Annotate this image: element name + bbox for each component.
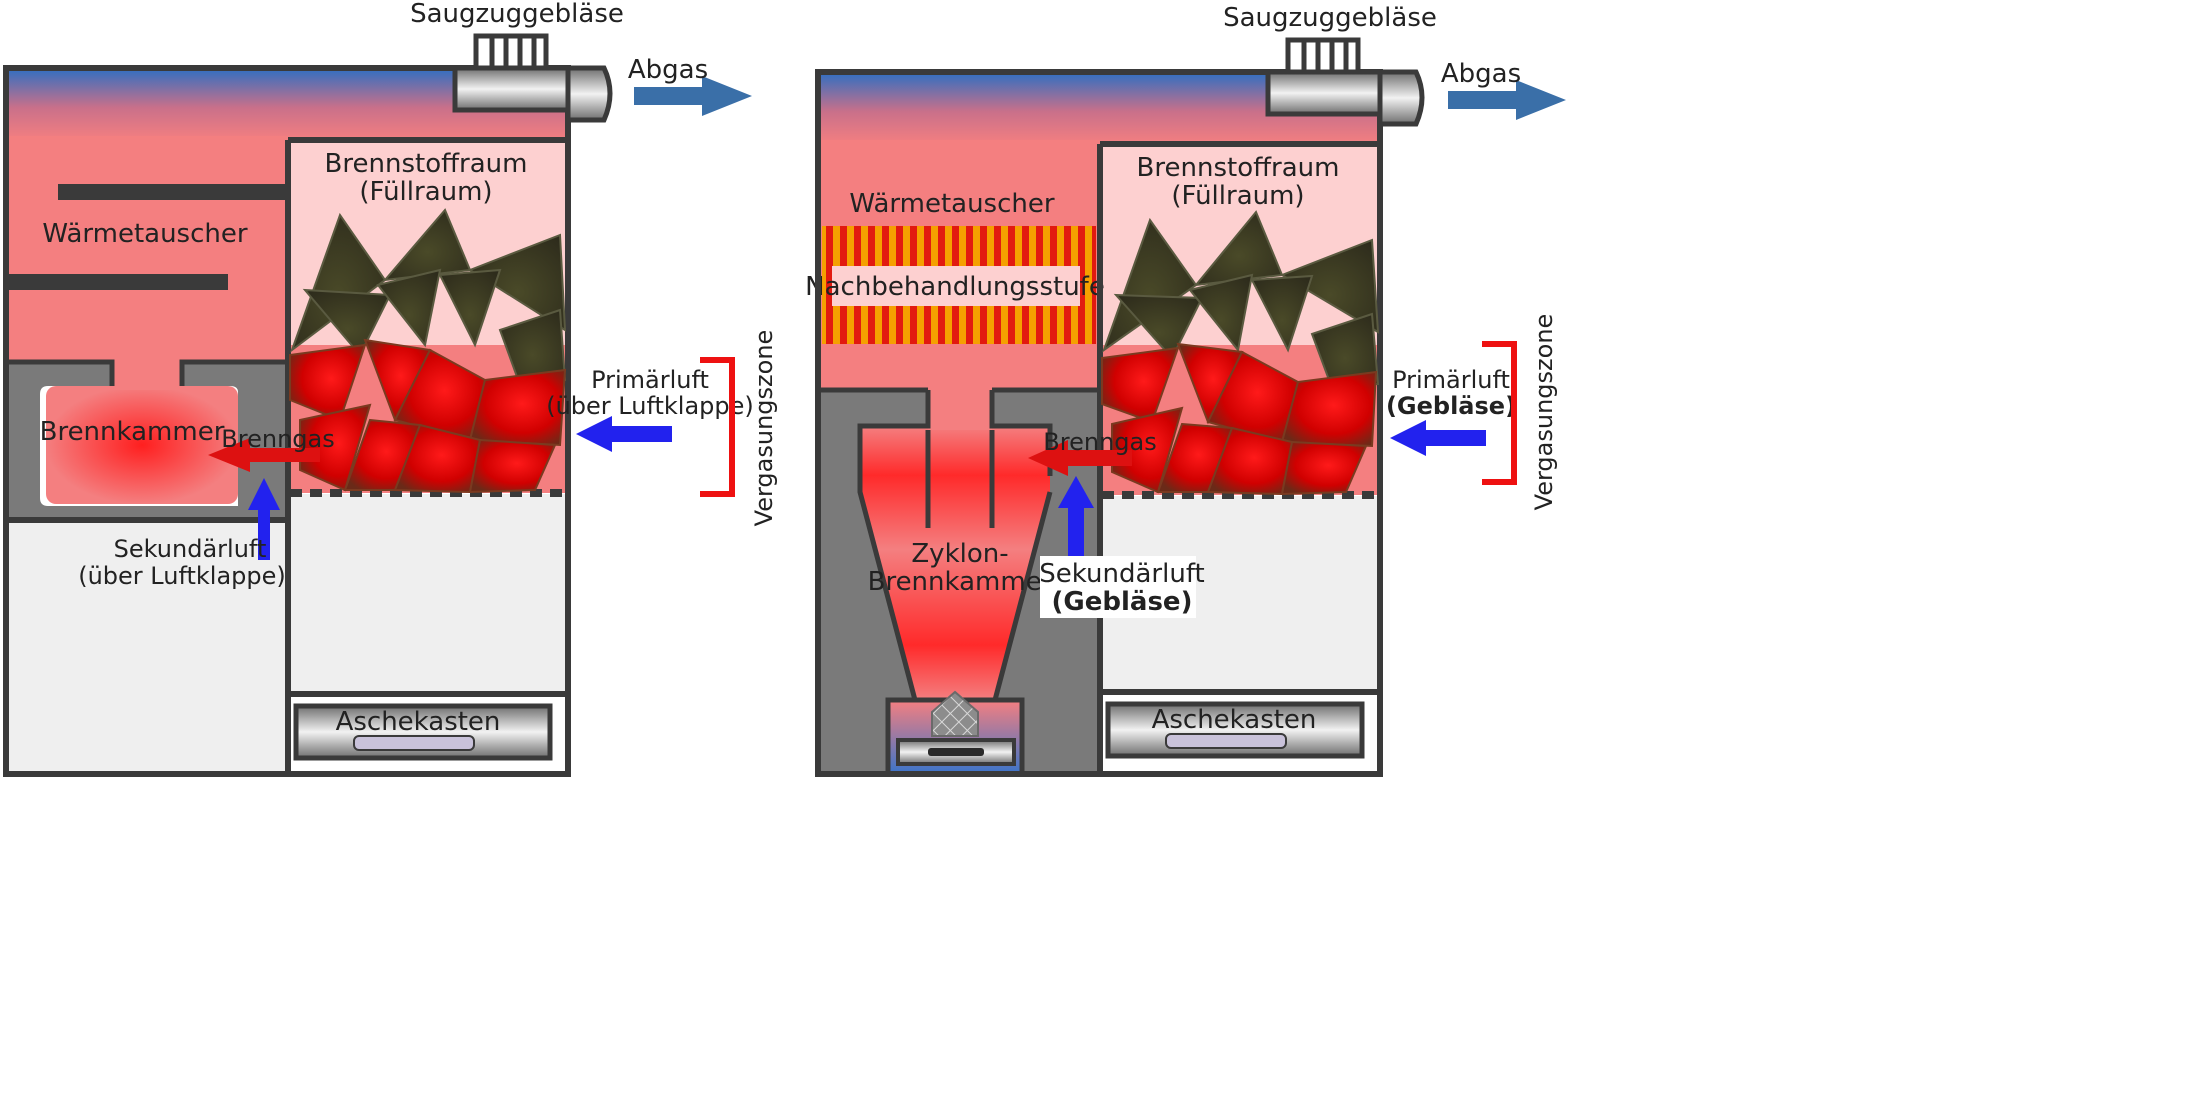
right-primary-air-label-2: (Gebläse) xyxy=(1386,392,1516,420)
ember-piece xyxy=(1280,370,1378,448)
ember-piece xyxy=(468,368,567,447)
right-aftertreatment-label: Nachbehandlungsstufe xyxy=(805,272,1105,302)
left-combustion-chamber xyxy=(46,386,238,504)
right-secondary-air-label-2: (Gebläse) xyxy=(1052,587,1193,617)
left-lower-left xyxy=(6,520,286,774)
wood-piece xyxy=(1250,274,1314,353)
right-gasification-zone-label: Vergasungszone xyxy=(1530,314,1558,511)
right-aftertreatment-label-box xyxy=(832,266,1080,306)
right-primary-air-arrow xyxy=(1390,420,1486,456)
right-fuel-gas-arrow xyxy=(1028,440,1132,476)
left-throat xyxy=(112,356,182,390)
right-cyclone-chamber xyxy=(860,426,1050,700)
right-wood-logs xyxy=(1101,210,1380,496)
left-combustion-chamber-label: Brennkammer xyxy=(40,417,225,447)
left-exhaust-label: Abgas xyxy=(628,55,708,85)
wood-piece xyxy=(1188,273,1254,353)
left-heat-exchanger-area xyxy=(6,136,288,362)
right-secondary-air-arrow xyxy=(1058,476,1094,556)
right-exhaust-label: Abgas xyxy=(1441,59,1521,89)
right-fan-label: Saugzuggebläse xyxy=(1223,3,1437,33)
left-lower-right xyxy=(288,494,568,694)
right-mesh-icon xyxy=(931,690,979,737)
left-heat-exchanger-label: Wärmetauscher xyxy=(42,219,247,249)
right-ash-box-label: Aschekasten xyxy=(1152,705,1317,735)
wood-piece xyxy=(1310,312,1380,390)
right-chamber-wall xyxy=(818,390,1100,774)
right-cyclone-inner-tube xyxy=(925,430,995,528)
right-secondary-air-box xyxy=(1040,556,1196,618)
right-cyclone-label-2: Brennkammer xyxy=(868,567,1053,597)
left-gasification-bracket xyxy=(700,357,735,497)
left-baffle-lower xyxy=(6,274,228,290)
right-fuel-gas-label: Brenngas xyxy=(1043,428,1156,456)
right-heat-exchanger-label: Wärmetauscher xyxy=(849,189,1054,219)
right-ash-box xyxy=(1105,701,1365,759)
left-secondary-air-arrow xyxy=(248,478,280,560)
left-secondary-air-label-2: (über Luftklappe) xyxy=(78,562,286,590)
ember-piece xyxy=(1280,440,1368,496)
right-gasification-bracket xyxy=(1482,341,1517,485)
left-boiler: Aschekasten Saugzuggebläse Abgas Brennst… xyxy=(3,0,778,777)
right-fan-housing xyxy=(1265,69,1383,117)
left-flue-pipe xyxy=(565,65,613,123)
wood-piece xyxy=(1279,238,1380,334)
right-fuel-chamber-label-2: (Füllraum) xyxy=(1171,181,1304,211)
left-wall-outline xyxy=(6,359,288,386)
right-boiler: Nachbehandlungsstufe xyxy=(805,3,1566,777)
right-cyclone-throat xyxy=(928,388,992,430)
wood-piece xyxy=(467,233,567,332)
left-gasification-zone-label: Vergasungszone xyxy=(750,330,778,527)
left-ash-box-label: Aschekasten xyxy=(336,707,501,737)
left-ash-box-handle xyxy=(353,735,475,751)
right-ash-box-handle xyxy=(1165,733,1287,749)
left-baffle-upper xyxy=(58,184,288,200)
right-fuel-chamber-label-1: Brennstoffraum xyxy=(1137,153,1340,183)
left-primary-air-label-1: Primärluft xyxy=(591,366,709,394)
right-cyclone-ash-handle xyxy=(928,748,984,756)
wood-piece xyxy=(438,268,502,348)
left-fan-label: Saugzuggebläse xyxy=(410,0,624,29)
ember-piece xyxy=(468,438,557,494)
wood-piece xyxy=(376,268,442,348)
left-fuel-gas-arrow xyxy=(208,438,320,472)
left-exhaust-arrow xyxy=(634,76,752,116)
left-wood-logs xyxy=(289,208,567,494)
right-cyclone-label-1: Zyklon- xyxy=(911,539,1008,569)
left-fuel-gas-label: Brenngas xyxy=(221,425,334,453)
left-fan-housing xyxy=(452,65,572,113)
right-flue-pipe xyxy=(1377,69,1425,127)
right-secondary-air-label-1: Sekundärluft xyxy=(1039,559,1204,589)
left-fuel-chamber-label-2: (Füllraum) xyxy=(359,177,492,207)
wood-piece xyxy=(302,288,392,357)
left-primary-air-arrow xyxy=(576,416,672,452)
right-primary-air-label-1: Primärluft xyxy=(1392,366,1510,394)
left-secondary-air-label-1: Sekundärluft xyxy=(114,535,267,563)
left-primary-air-label-2: (über Luftklappe) xyxy=(546,392,754,420)
left-fan-icon xyxy=(473,33,549,71)
right-fan-icon xyxy=(1285,37,1361,75)
wood-piece xyxy=(1113,293,1204,360)
left-fuel-chamber-label-1: Brennstoffraum xyxy=(325,149,528,179)
right-exhaust-arrow xyxy=(1448,80,1566,120)
